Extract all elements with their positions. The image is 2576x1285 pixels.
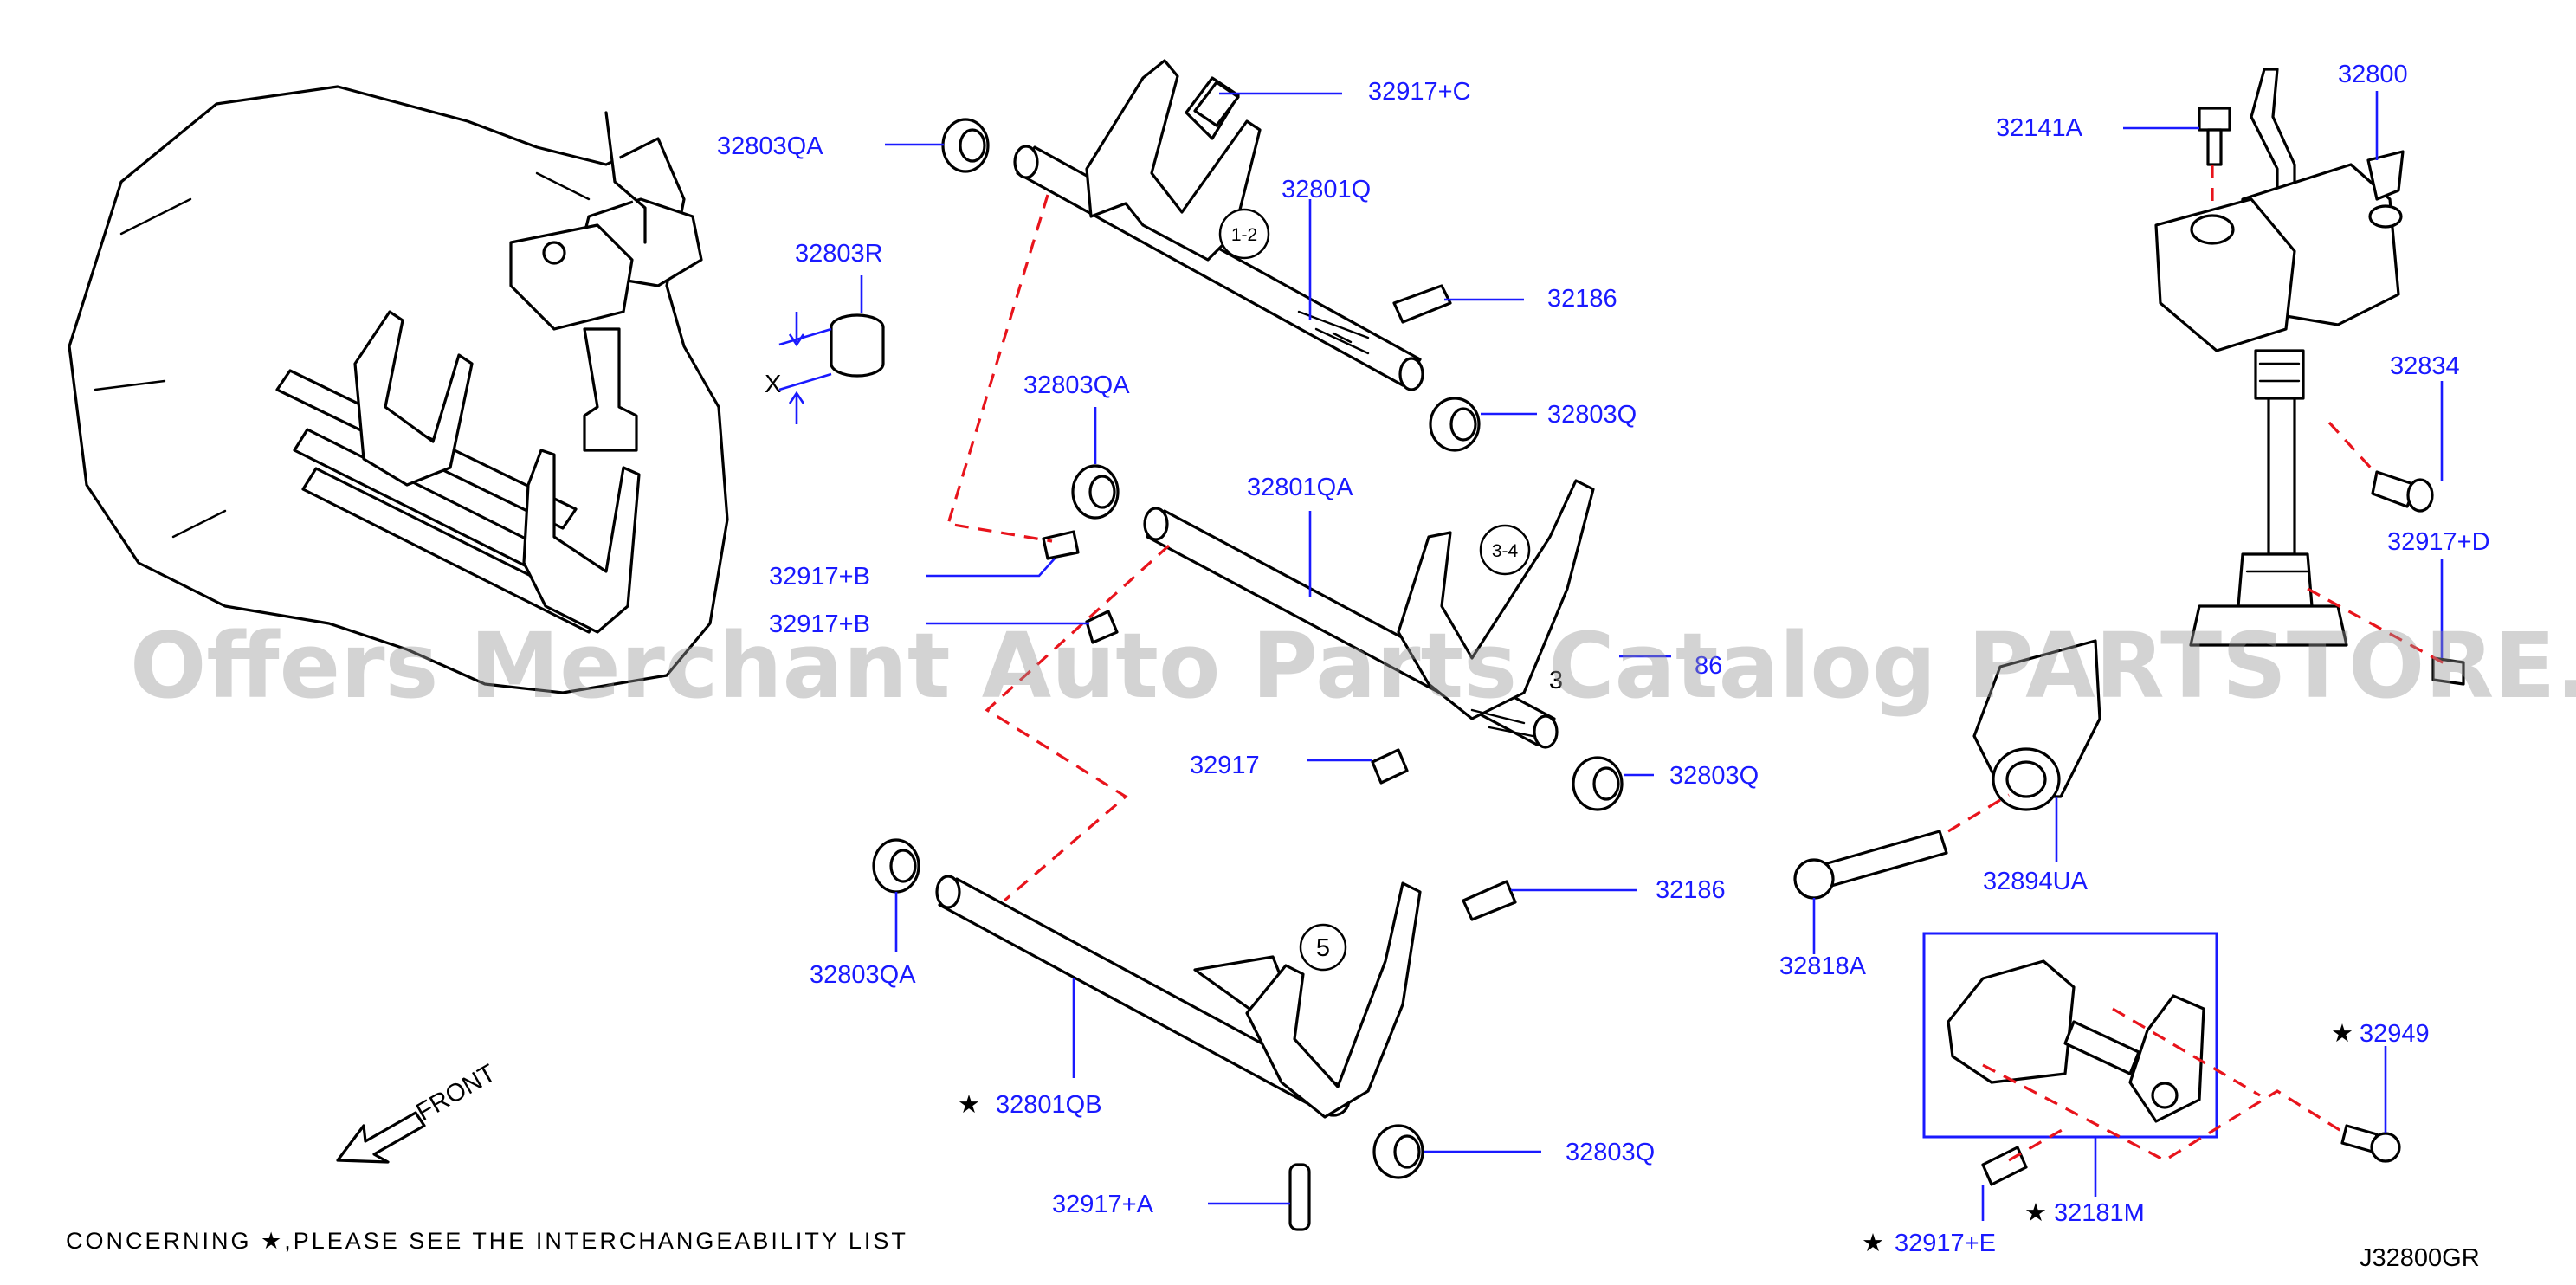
- shift-rail-3-4: [1143, 479, 1595, 749]
- callout-32181M: 32181M: [2054, 1199, 2145, 1227]
- star-mark: ★: [958, 1091, 980, 1119]
- bolt-32818A: [1793, 830, 1948, 900]
- callout-32894UA: 32894UA: [1983, 868, 2089, 895]
- callout-32801QB: 32801QB: [996, 1091, 1102, 1119]
- gear-mark-5: 5: [1316, 934, 1330, 962]
- callout-32803Q-low: 32803Q: [1566, 1139, 1655, 1166]
- callout-32917E: 32917+E: [1895, 1230, 1996, 1257]
- callout-32917B-2: 32917+B: [769, 610, 870, 638]
- callout-32800: 32800: [2338, 61, 2408, 88]
- callout-32141A: 32141A: [1996, 114, 2083, 142]
- callout-32949: 32949: [2360, 1020, 2430, 1048]
- callout-32803R: 32803R: [795, 240, 883, 268]
- gear-marks: 1-2 3-4 5 3: [1218, 208, 1563, 972]
- gear-mark-3: 3: [1549, 667, 1563, 694]
- callout-32186-low: 32186: [1656, 876, 1726, 904]
- callout-32186-top: 32186: [1547, 285, 1617, 313]
- callout-32917C: 32917+C: [1368, 78, 1471, 106]
- transmission-assembly: [68, 85, 729, 694]
- star-mark: ★: [2331, 1020, 2353, 1048]
- callout-32801QA: 32801QA: [1247, 474, 1353, 501]
- callout-32803Q-mid: 32803Q: [1669, 762, 1759, 790]
- callout-32186-mid: 86: [1695, 652, 1722, 680]
- gear-mark-1-2: 1-2: [1231, 225, 1257, 245]
- bracket-32894UA: [1972, 639, 2101, 811]
- callout-32801Q: 32801Q: [1282, 176, 1371, 203]
- callout-32834: 32834: [2390, 352, 2460, 380]
- front-indicator: FRONT: [336, 1059, 501, 1164]
- star-mark: ★: [1862, 1230, 1884, 1257]
- shift-rail-5: [935, 875, 1422, 1119]
- diagram-code: J32800GR: [2360, 1244, 2480, 1272]
- bolt-32949: [2340, 1124, 2401, 1163]
- alignment-lines: [946, 165, 2451, 1162]
- callout-32803Q-top: 32803Q: [1547, 401, 1637, 429]
- callout-32917B-1: 32917+B: [769, 563, 870, 591]
- shift-lever-boxed-assembly: [1922, 932, 2218, 1139]
- callout-32818A: 32818A: [1779, 952, 1867, 980]
- callout-32917: 32917: [1190, 752, 1260, 779]
- callout-labels: 32803QA 32917+C 32801Q 32803R 32186 3280…: [717, 61, 2490, 1257]
- dimension-label: X: [765, 371, 781, 398]
- star-mark: ★: [2024, 1199, 2047, 1227]
- interchangeability-footnote: CONCERNING ★,PLEASE SEE THE INTERCHANGEA…: [66, 1228, 908, 1254]
- pin-32917D: [2431, 656, 2465, 686]
- front-label: FRONT: [412, 1059, 501, 1127]
- pin-32834: [2371, 470, 2434, 513]
- callout-32917D: 32917+D: [2387, 528, 2490, 556]
- callout-32803QA-top: 32803QA: [717, 132, 823, 160]
- callout-32803QA-mid: 32803QA: [1023, 371, 1130, 399]
- small-parts: [830, 81, 1624, 1231]
- control-lever-assembly: [2154, 68, 2405, 647]
- callout-32917A: 32917+A: [1052, 1191, 1154, 1218]
- callout-32803QA-low: 32803QA: [810, 961, 916, 989]
- bolt-32141A: [2198, 107, 2231, 166]
- gear-mark-3-4: 3-4: [1492, 541, 1519, 561]
- dimension-x: X: [765, 312, 832, 424]
- leader-lines: [860, 91, 2444, 1221]
- watermark: Offers Merchant Auto Parts Catalog PARTS…: [130, 613, 2576, 719]
